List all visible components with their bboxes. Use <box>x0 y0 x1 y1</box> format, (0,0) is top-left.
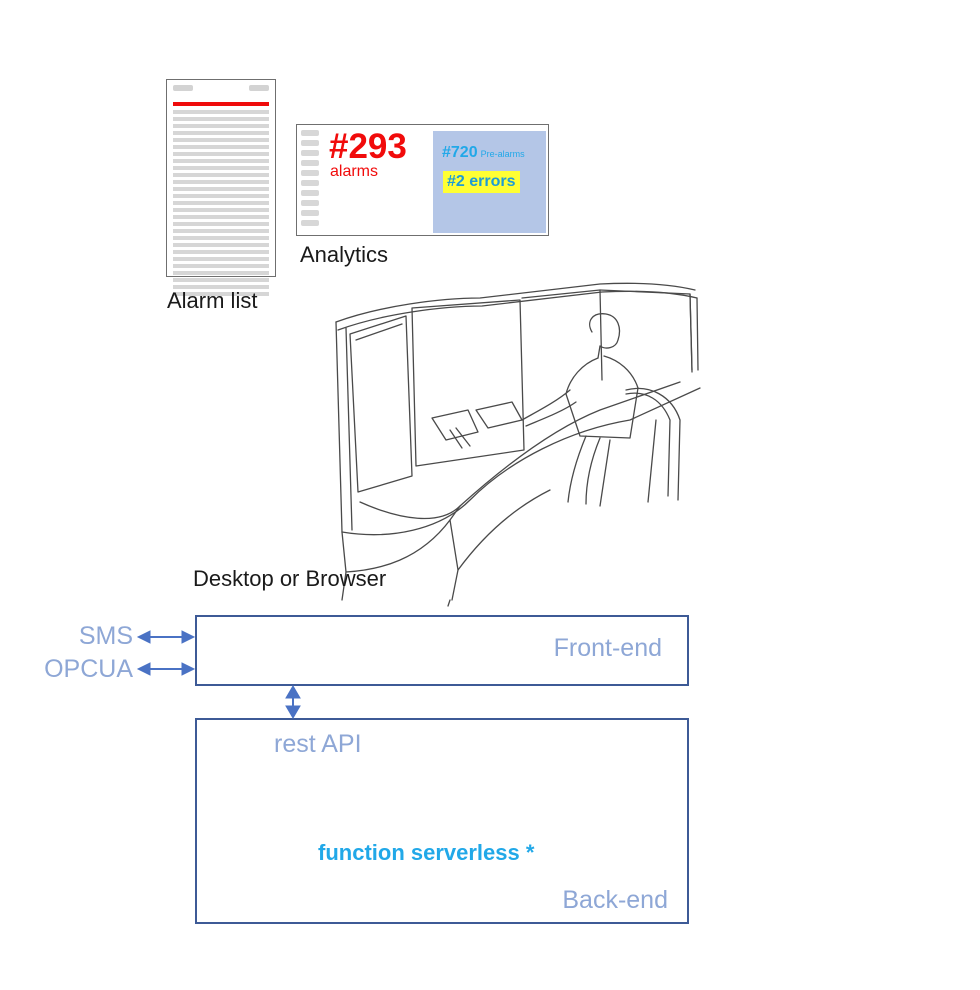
error-badge: #2 errors <box>443 171 520 193</box>
alarm-list-tab-right <box>249 85 269 91</box>
prealarm-label: Pre-alarms <box>480 149 525 159</box>
backend-label: Back-end <box>562 886 668 914</box>
interface-sms: SMS <box>78 622 133 650</box>
alarm-unit: alarms <box>330 163 379 180</box>
function-serverless-label: function serverless * <box>318 840 535 865</box>
alarm-list-caption: Alarm list <box>167 288 258 313</box>
alarm-list-panel <box>166 79 276 296</box>
analytics-rows <box>301 130 319 230</box>
desktop-browser-caption: Desktop or Browser <box>193 566 387 591</box>
alarm-count: #293 <box>329 127 407 166</box>
control-room-sketch <box>335 282 701 607</box>
opcua-arrow-icon <box>136 662 196 676</box>
analytics-caption: Analytics <box>300 242 389 267</box>
sms-arrow-icon <box>136 630 196 644</box>
frontend-label: Front-end <box>553 634 662 662</box>
interface-opcua: OPCUA <box>44 655 133 683</box>
alarm-list-rows <box>173 110 269 299</box>
alarm-list-highlighted-row <box>173 102 269 106</box>
frontend-box <box>195 615 689 686</box>
prealarm-count: #720 <box>442 144 478 161</box>
backend-box <box>195 718 689 924</box>
rest-api-arrow-icon <box>285 685 301 719</box>
alarm-list-tab-left <box>173 85 193 91</box>
rest-api-label: rest API <box>274 730 362 758</box>
